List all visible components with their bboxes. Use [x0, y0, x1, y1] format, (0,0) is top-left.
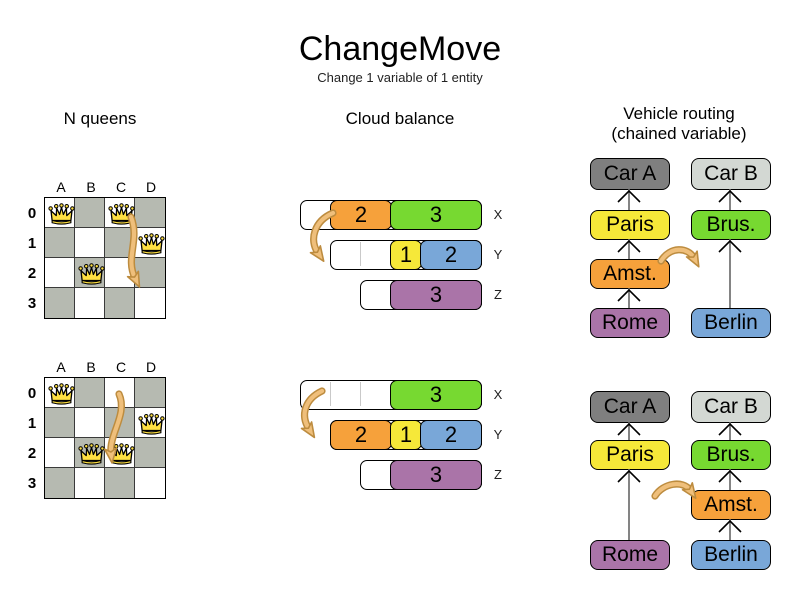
- bar-unit-tick: [330, 382, 331, 406]
- vehicle-node-amst: Amst.: [691, 490, 771, 520]
- cloud-process-block: 2: [330, 200, 392, 230]
- cloud-process-block: 3: [390, 200, 482, 230]
- board-cell-C1: [105, 408, 136, 439]
- bar-label-X: X: [493, 206, 503, 222]
- board-cell-B0: [75, 378, 106, 409]
- board-cell-D2: [135, 258, 166, 289]
- vehicle-node-cara: Car A: [590, 158, 670, 190]
- chain-arrowhead: [718, 519, 742, 533]
- cloud-process-block: 2: [330, 420, 392, 450]
- bar-label-Z: Z: [494, 286, 502, 302]
- board-cell-A3: [45, 288, 76, 319]
- chain-arrowhead: [718, 469, 742, 483]
- vehicle-node-rome: Rome: [590, 540, 670, 570]
- chain-arrowhead: [617, 469, 641, 483]
- board-cell-C1: [105, 228, 136, 259]
- board-row-label: 2: [27, 445, 37, 462]
- bar-unit-tick: [360, 242, 361, 266]
- vehicle-node-carb: Car B: [691, 391, 771, 423]
- vehicle-move-arrow-1-outline: [651, 480, 694, 500]
- board-row-label: 3: [27, 475, 37, 492]
- board-row-label: 3: [27, 295, 37, 312]
- queen-icon: [47, 203, 75, 225]
- vehicle-node-brus: Brus.: [691, 210, 771, 240]
- vehicle-node-rome: Rome: [590, 308, 670, 338]
- chain-arrowhead: [617, 422, 641, 436]
- queen-icon: [77, 263, 105, 285]
- board-col-label: D: [145, 359, 157, 375]
- board-cell-B1: [75, 228, 106, 259]
- board-row-label: 0: [27, 385, 37, 402]
- board-col-label: C: [115, 179, 127, 195]
- board-cell-D0: [135, 378, 166, 409]
- board-cell-D2: [135, 438, 166, 469]
- vehicle-node-berlin: Berlin: [691, 308, 771, 338]
- cloud-process-block: 3: [390, 280, 482, 310]
- column-header-cloud-balance: Cloud balance: [345, 109, 455, 128]
- board-cell-A2: [45, 438, 76, 469]
- bar-label-X: X: [493, 386, 503, 402]
- vehicle-move-arrow-1: [652, 481, 697, 499]
- board-col-label: B: [86, 359, 96, 375]
- bar-label-Z: Z: [494, 466, 502, 482]
- board-cell-B1: [75, 408, 106, 439]
- board-col-label: A: [56, 359, 66, 375]
- board-row-label: 1: [27, 415, 37, 432]
- board-col-label: D: [145, 179, 157, 195]
- board-cell-D3: [135, 468, 166, 499]
- queen-icon: [137, 413, 165, 435]
- vehicle-node-berlin: Berlin: [691, 540, 771, 570]
- board-cell-A1: [45, 228, 76, 259]
- vehicle-node-paris: Paris: [590, 440, 670, 470]
- board-cell-C3: [105, 288, 136, 319]
- queen-icon: [47, 383, 75, 405]
- board-row-label: 2: [27, 265, 37, 282]
- board-cell-C0: [105, 378, 136, 409]
- cloud-process-block: 2: [420, 420, 482, 450]
- board-cell-D0: [135, 198, 166, 229]
- queen-icon: [137, 233, 165, 255]
- board-row-label: 1: [27, 235, 37, 252]
- board-cell-A1: [45, 408, 76, 439]
- board-cell-A3: [45, 468, 76, 499]
- board-cell-B0: [75, 198, 106, 229]
- chain-arrowhead: [718, 239, 742, 253]
- cloud-process-block: 3: [390, 380, 482, 410]
- board-cell-C3: [105, 468, 136, 499]
- diagram-subtitle: Change 1 variable of 1 entity: [317, 70, 483, 85]
- board-cell-B3: [75, 288, 106, 319]
- vehicle-node-carb: Car B: [691, 158, 771, 190]
- board-col-label: A: [56, 179, 66, 195]
- chain-arrowhead: [718, 189, 742, 203]
- cloud-process-block: 1: [390, 420, 422, 450]
- bar-label-Y: Y: [493, 426, 503, 442]
- vehicle-node-amst: Amst.: [590, 259, 670, 289]
- bar-label-Y: Y: [493, 246, 503, 262]
- cloud-process-block: 1: [390, 240, 422, 270]
- queen-icon: [107, 203, 135, 225]
- board-cell-B3: [75, 468, 106, 499]
- column-header-vehicle-routing: Vehicle routing: [623, 104, 735, 123]
- board-col-label: C: [115, 359, 127, 375]
- chain-arrowhead: [718, 422, 742, 436]
- column-header-vehicle-routing-sub: (chained variable): [611, 124, 747, 143]
- board-cell-D3: [135, 288, 166, 319]
- board-cell-C2: [105, 258, 136, 289]
- queen-icon: [107, 443, 135, 465]
- column-header-nqueens: N queens: [63, 109, 137, 128]
- cloud-process-block: 2: [420, 240, 482, 270]
- cloud-process-block: 3: [390, 460, 482, 490]
- bar-unit-tick: [360, 382, 361, 406]
- chain-arrowhead: [617, 288, 641, 302]
- board-row-label: 0: [27, 205, 37, 222]
- vehicle-node-paris: Paris: [590, 210, 670, 240]
- vehicle-node-cara: Car A: [590, 391, 670, 423]
- board-cell-A2: [45, 258, 76, 289]
- chain-arrowhead: [617, 189, 641, 203]
- vehicle-node-brus: Brus.: [691, 440, 771, 470]
- chain-arrowhead: [617, 239, 641, 253]
- queen-icon: [77, 443, 105, 465]
- board-col-label: B: [86, 179, 96, 195]
- diagram-title: ChangeMove: [298, 30, 502, 68]
